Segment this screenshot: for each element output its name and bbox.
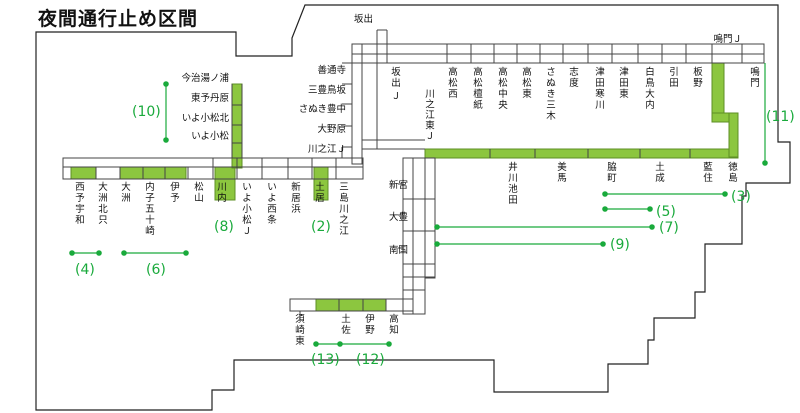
station-label-tosa: 土佐 [341, 313, 351, 336]
station-label-susaki-higashi: 須崎東 [295, 314, 305, 347]
callout-13-label: (13) [311, 352, 340, 368]
callout-7-dot-l [434, 224, 440, 230]
station-label-naruto: 鳴門 [750, 66, 760, 89]
station-label-iyo-saijo: いよ西条 [267, 182, 277, 226]
callout-10-label: (10) [132, 104, 161, 120]
station-label-iyo-komatsu-jct: いよ小松Ｊ [242, 182, 252, 237]
station-label-ozu-kitatada: 大洲北只 [98, 181, 108, 226]
station-label-doi: 土居 [315, 181, 325, 204]
callout-5-dot-l [602, 206, 608, 212]
station-label-uchiko-ikazaki: 内子五十崎 [145, 181, 155, 237]
callout-3-dot-l [602, 191, 608, 197]
station-label-takamatsu-higashi: 高松東 [522, 66, 532, 100]
callout-10-dot-top [163, 81, 169, 87]
station-label-hiketa: 引田 [669, 67, 679, 89]
closure-callouts: (10) (11) (4) (6) (8) (2) (3) (5)(7) (9) (13) (12) [69, 63, 795, 368]
callout-9-dot-r [600, 241, 606, 247]
callout-4-label: (4) [75, 262, 95, 278]
callout-12-label: (12) [356, 352, 385, 368]
station-label-mishima-kawanoe: 三島川之江 [339, 182, 349, 237]
closed-seg-tokushima-line [424, 148, 739, 159]
station-label-matsuyama: 松山 [194, 181, 204, 204]
closed-seg-ozu-iyo [119, 166, 187, 180]
closed-seg-naruto-drop [711, 62, 725, 122]
station-label-iyo-komatsu-kita: いよ小松北 [182, 112, 230, 124]
callout-13-dot-l [313, 341, 319, 347]
station-label-mima: 美馬 [557, 161, 567, 184]
callout-9-dot-l [434, 241, 440, 247]
station-label-tokushima: 徳島 [728, 161, 738, 184]
callout-6-label: (6) [146, 262, 166, 278]
station-label-ikawa-ikeda: 井川池田 [508, 161, 518, 206]
callout-5-label: (5) [656, 204, 676, 220]
station-label-otoyo: 大豊 [389, 211, 409, 223]
callout-13-dot-r [337, 341, 343, 347]
station-label-sanuki-toyonaka2: さぬき豊中 [299, 103, 346, 115]
callout-11-label: (11) [766, 109, 795, 125]
callout-5-dot-r [647, 206, 653, 212]
station-label-ino: 伊野 [365, 313, 375, 336]
callout-11-dot [762, 160, 768, 166]
closed-seg-west-uwa [70, 166, 97, 180]
station-label-tsuda-samukawa: 津田寒川 [595, 67, 605, 111]
station-label-sakaide-jct: 坂出 [391, 67, 401, 89]
closed-seg-kochi [315, 298, 387, 312]
station-label-kawanoe-jct: 川之江Ｊ [308, 143, 346, 155]
station-label-takamatsu-chuo: 高松中央 [498, 66, 508, 111]
station-label-sakaide: 坂出 [354, 13, 373, 25]
station-label-takamatsu-danshi: 高松檀紙 [473, 66, 483, 111]
station-label-takamatsu-nishi: 高松西 [448, 66, 458, 100]
station-label-imabari-yunoura: 今治湯ノ浦 [181, 72, 229, 84]
station-label-iyo: 伊予 [170, 181, 180, 204]
station-label-kochi: 高知 [389, 313, 399, 336]
station-label-nishiyo-uwa: 西予宇和 [75, 182, 85, 226]
callout-9-label: (9) [610, 237, 630, 253]
station-label-shirotori-ochi: 白鳥大内 [645, 66, 655, 111]
station-label-naruto-jct: 鳴門Ｊ [713, 33, 742, 45]
station-label-kawauchi: 川内 [217, 182, 227, 204]
station-label-iyo-komatsu: いよ小松 [191, 130, 229, 142]
station-label-niimiya: 新宮 [389, 179, 408, 191]
station-label-zentsuji: 善通寺 [317, 64, 346, 76]
station-label-higashiyo-tanbara: 東予丹原 [191, 92, 229, 104]
callout-3-label: (3) [731, 189, 751, 205]
station-label-niihama: 新居浜 [291, 181, 301, 215]
callout-8-label: (8) [214, 219, 234, 235]
callout-7-dot-r [649, 224, 655, 230]
map-title: 夜間通行止め区間 [38, 8, 199, 30]
station-label-ono-hara: 大野原 [317, 123, 346, 135]
closed-seg-komatsu-branch [231, 83, 243, 169]
station-label-nankoku: 南国 [389, 244, 408, 256]
callout-3-dot-r [722, 191, 728, 197]
station-label-tsuda-higashi: 津田東 [619, 67, 629, 100]
callout-12-dot-r [386, 341, 392, 347]
station-label-shido: 志度 [569, 66, 579, 89]
callout-4-dot-l [69, 250, 75, 256]
callout-6-dot-l [121, 250, 127, 256]
station-label-sanuki-toyonaka: 三豊鳥坂 [308, 84, 347, 96]
callout-7-label: (7) [659, 220, 679, 236]
station-label-sanuki-miki: さぬき三木 [546, 67, 556, 122]
station-label-sakaide-jct-j: Ｊ [391, 91, 401, 102]
road-network [62, 29, 765, 320]
callout-6-dot-r [183, 250, 189, 256]
station-label-donari: 土成 [655, 161, 665, 184]
station-labels: 坂出鳴門Ｊ坂出Ｊ高松西高松檀紙高松中央高松東さぬき三木志度津田寒川津田東白鳥大内… [75, 13, 760, 347]
station-label-aizumi: 藍住 [703, 161, 713, 184]
callout-4-dot-r [96, 250, 102, 256]
station-label-ozu: 大洲 [121, 181, 131, 204]
callout-2-label: (2) [311, 219, 331, 235]
station-label-wakimachi: 脇町 [607, 162, 617, 184]
shikoku-outline [35, 4, 791, 411]
callout-10-dot-bottom [163, 137, 169, 143]
station-label-kawanoe-higashi-jct: 川之江東Ｊ [425, 89, 435, 142]
station-label-itano: 板野 [693, 66, 703, 89]
closed-seg-naruto-down [728, 112, 739, 158]
